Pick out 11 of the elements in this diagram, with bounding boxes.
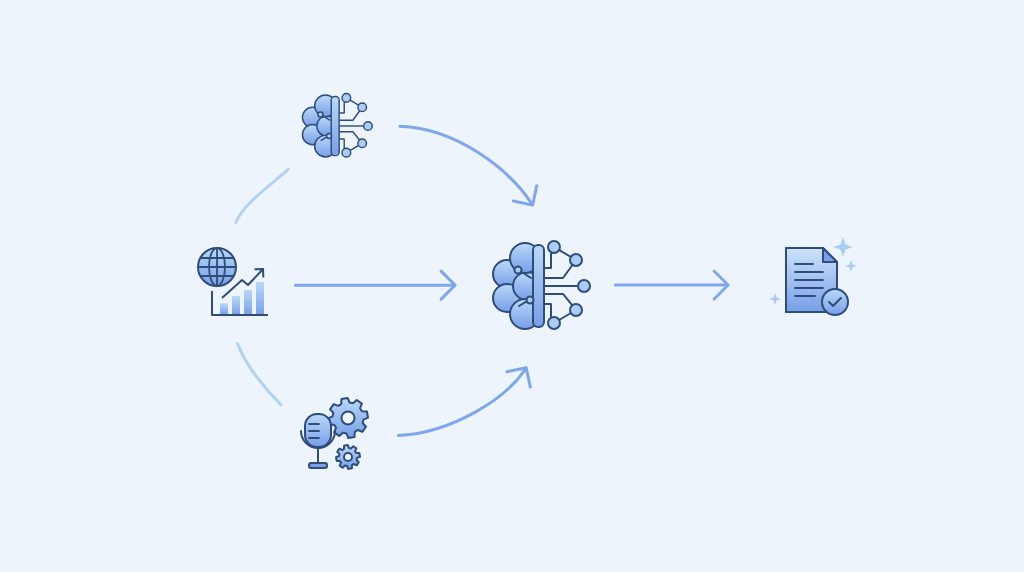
brain-circuit-icon [301, 92, 373, 158]
arrow [398, 124, 539, 207]
connector-line [236, 342, 283, 407]
arrow [613, 269, 730, 301]
arrow [396, 366, 532, 438]
document-check-icon [769, 237, 857, 316]
brain-circuit-icon [492, 240, 591, 330]
arrow [293, 269, 457, 301]
connector-line [234, 167, 290, 224]
microphone-gears-icon [300, 397, 369, 470]
globe-chart-icon [197, 247, 269, 316]
